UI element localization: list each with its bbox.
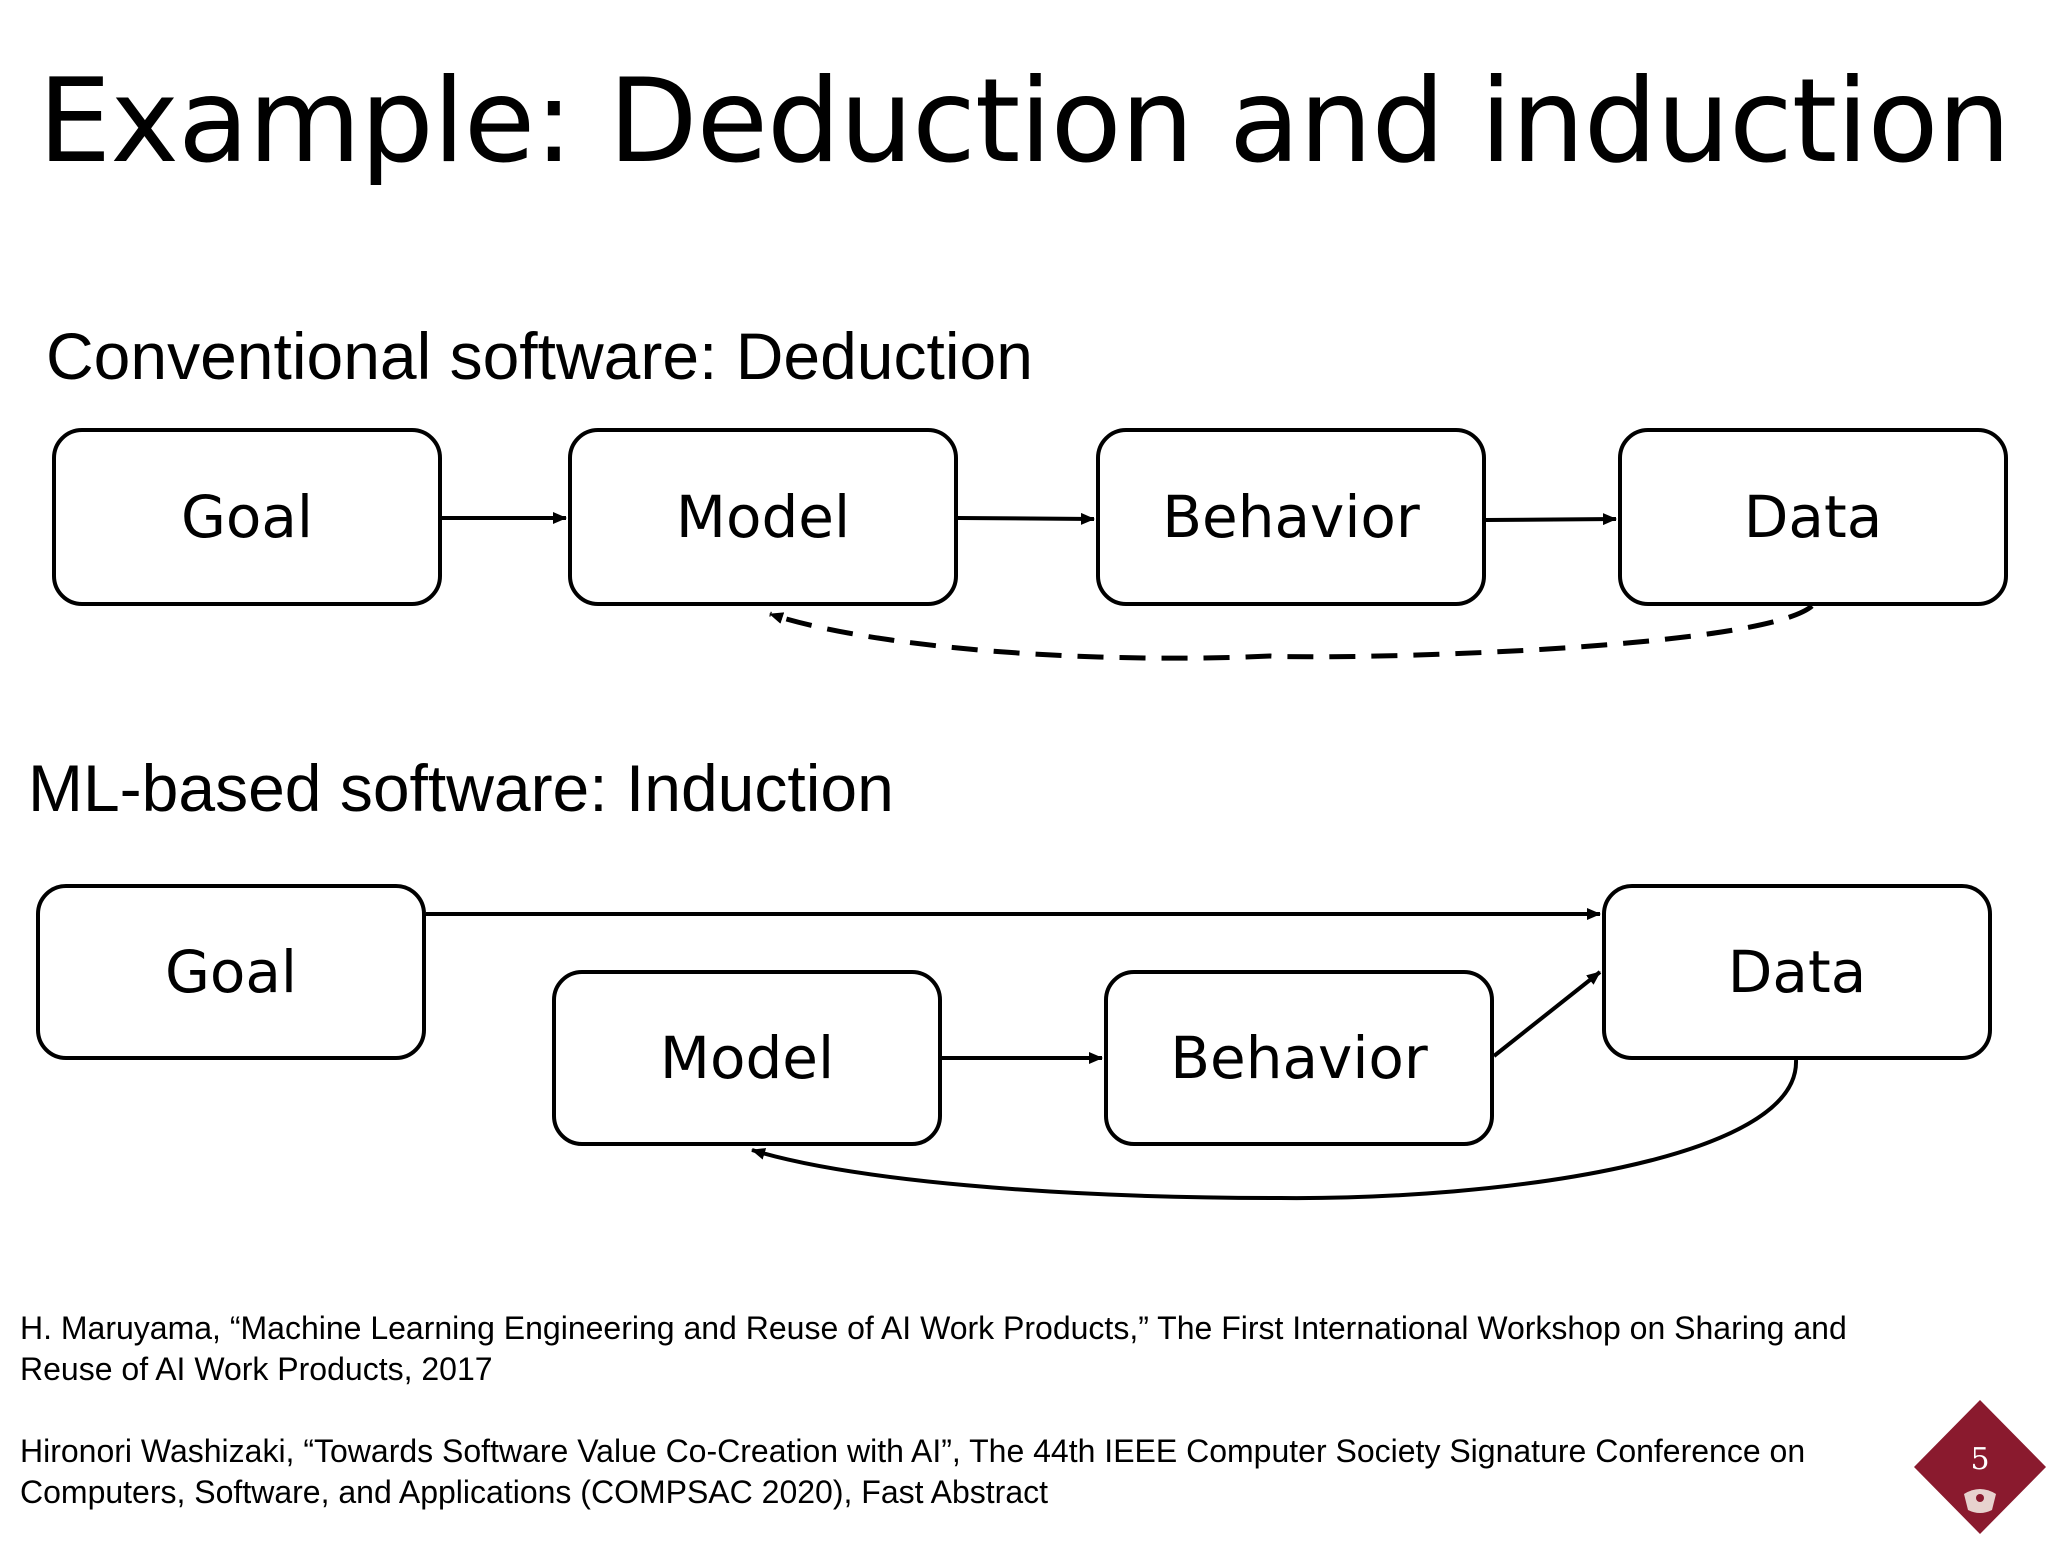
deduction-behavior-node: Behavior <box>1096 428 1486 606</box>
reference-1: H. Maruyama, “Machine Learning Engineeri… <box>20 1310 1847 1387</box>
deduction-edge-behavior-data <box>1485 513 1617 526</box>
induction-heading: ML-based software: Induction <box>28 751 894 825</box>
references: H. Maruyama, “Machine Learning Engineeri… <box>20 1308 1920 1554</box>
induction-edge-behavior-data <box>1492 970 1602 1058</box>
deduction-edge-model-behavior <box>957 512 1095 525</box>
induction-goal-node: Goal <box>36 884 426 1060</box>
slide-title: Example: Deduction and induction <box>38 54 2011 189</box>
deduction-data-node: Data <box>1618 428 2008 606</box>
deduction-model-node: Model <box>568 428 958 606</box>
reference-2: Hironori Washizaki, “Towards Software Va… <box>20 1433 1806 1510</box>
induction-edge-data-model <box>751 1059 1799 1201</box>
induction-behavior-node: Behavior <box>1104 970 1494 1146</box>
induction-data-node: Data <box>1602 884 1992 1060</box>
deduction-goal-node: Goal <box>52 428 442 606</box>
deduction-edge-data-model-dashed <box>769 604 1814 661</box>
deduction-heading: Conventional software: Deduction <box>46 319 1033 393</box>
induction-model-node: Model <box>552 970 942 1146</box>
university-logo-icon <box>1914 1400 2046 1534</box>
page-number: 5 <box>1970 1442 1990 1477</box>
